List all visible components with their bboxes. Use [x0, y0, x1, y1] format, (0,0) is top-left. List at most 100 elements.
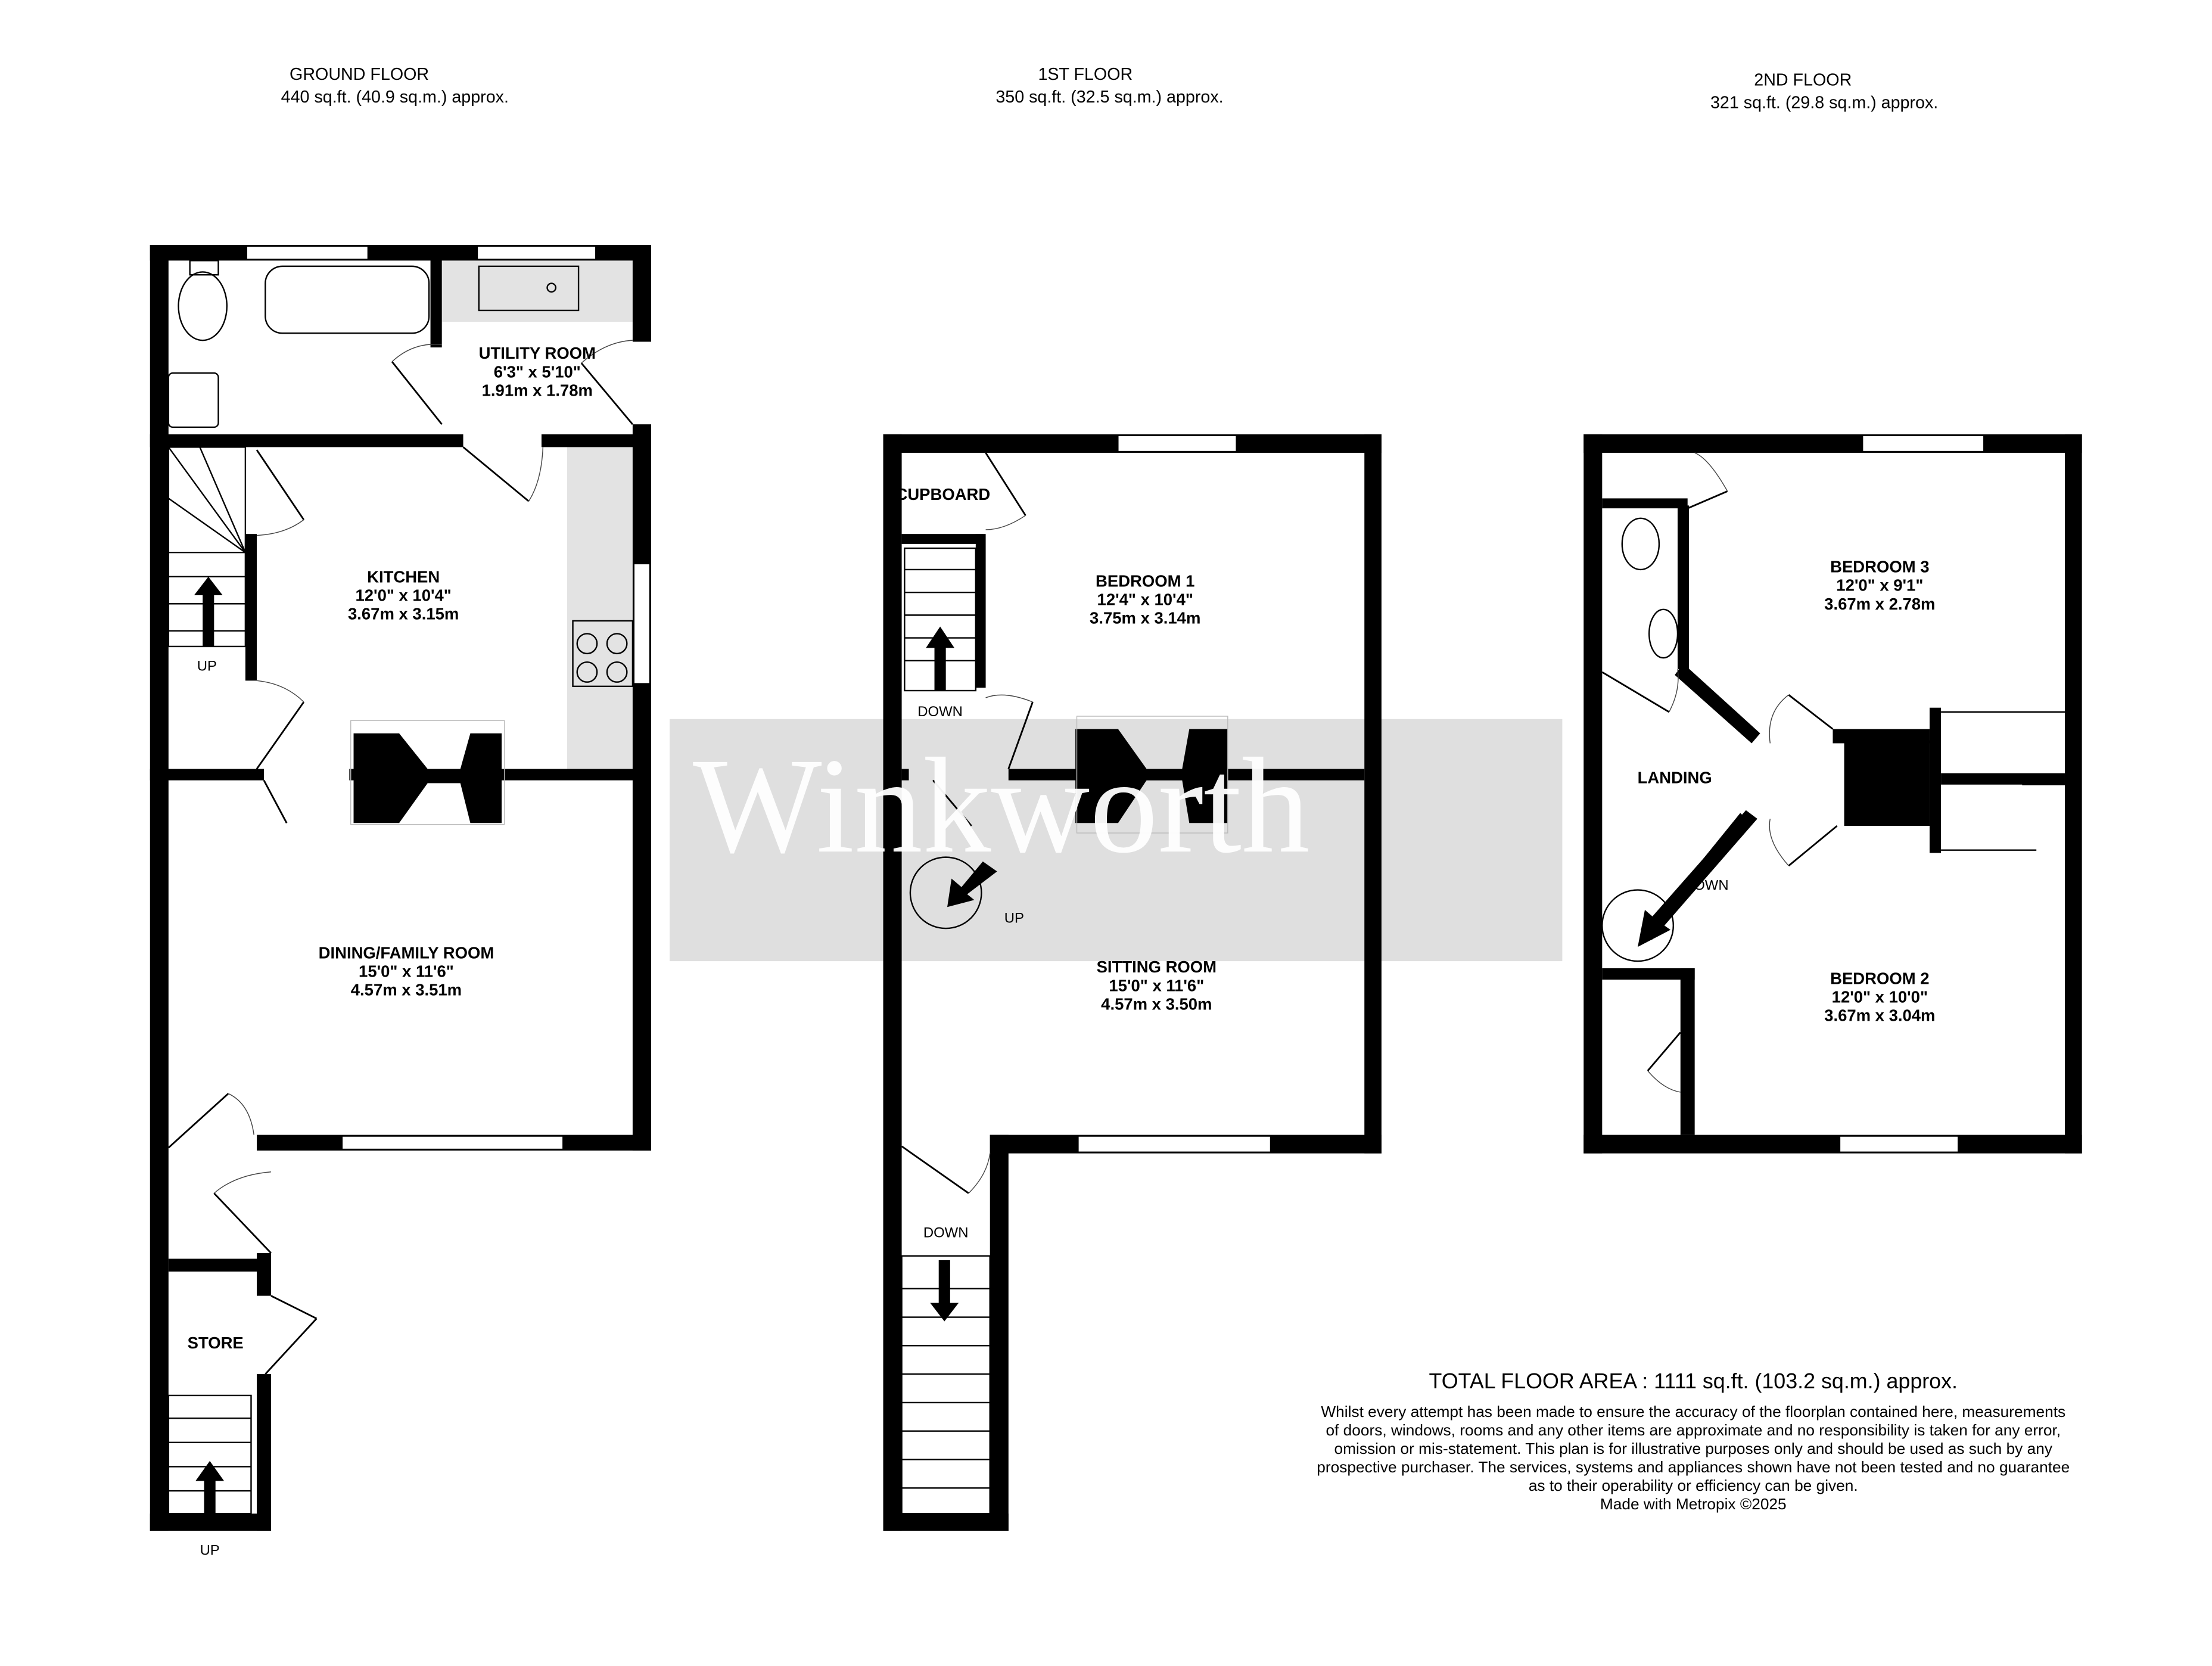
disclaimer-line: Whilst every attempt has been made to en… — [1321, 1403, 2065, 1421]
wall — [901, 534, 983, 544]
second-floor-plan: BEDROOM 3 12'0" x 9'1" 3.67m x 2.78m LAN… — [1583, 434, 2082, 1154]
doors — [1601, 452, 1838, 1093]
room-size-imperial: 12'0" x 10'0" — [1832, 987, 1928, 1006]
stair-up-label: UP — [1004, 910, 1024, 927]
chimney-breast — [1844, 740, 1930, 826]
window — [1839, 1136, 1959, 1153]
first-floor-header: 1ST FLOOR 350 sq.ft. (32.5 sq.m.) approx… — [995, 65, 1223, 107]
stair-arrow-icon — [947, 861, 997, 907]
window — [341, 1136, 564, 1150]
room-size-metric: 4.57m x 3.50m — [1101, 994, 1212, 1013]
room-landing: LANDING — [1638, 768, 1712, 787]
room-name: BEDROOM 3 — [1830, 558, 1929, 576]
watermark-text: Winkworth — [693, 730, 1310, 881]
ground-floor-header: GROUND FLOOR 440 sq.ft. (40.9 sq.m.) app… — [281, 65, 509, 107]
basin-icon — [167, 372, 219, 428]
wall — [1602, 498, 1688, 509]
window — [246, 245, 369, 260]
room-bedroom-2: BEDROOM 2 12'0" x 10'0" 3.67m x 3.04m — [1824, 969, 1935, 1024]
chimney-breast — [1075, 729, 1228, 823]
wall — [168, 1258, 271, 1272]
wall — [1677, 505, 1690, 670]
room-size-imperial: 12'0" x 10'4" — [356, 586, 452, 604]
first-floor-plan: CUPBOARD BEDROOM 1 12'4" x 10'4" 3.75m x… — [883, 434, 1382, 1531]
stair-arrow-icon — [930, 1260, 959, 1322]
wardrobes — [1941, 711, 2065, 851]
room-kitchen: KITCHEN 12'0" x 10'4" 3.67m x 3.15m — [348, 567, 459, 623]
room-size-imperial: 12'4" x 10'4" — [1097, 590, 1193, 609]
stair-down-label: DOWN — [917, 704, 963, 720]
second-floor-title: 2ND FLOOR — [1754, 70, 1852, 89]
room-size-metric: 3.67m x 3.15m — [348, 605, 459, 623]
wall — [245, 534, 257, 681]
basin-icon — [1648, 608, 1679, 659]
doors — [901, 452, 1034, 1194]
stair-up-label: UP — [197, 658, 217, 675]
stair-arrow-icon — [1638, 813, 1752, 947]
wall — [1929, 707, 1942, 853]
window — [477, 245, 596, 260]
wall — [632, 424, 651, 1151]
stair-down-label: DOWN — [923, 1225, 969, 1241]
disclaimer-line: as to their operability or efficiency ca… — [1529, 1477, 1858, 1494]
staircase — [167, 446, 247, 648]
wall — [1602, 968, 1695, 980]
room-size-imperial: 15'0" x 11'6" — [1109, 976, 1204, 994]
store-staircase — [167, 1394, 252, 1524]
wall — [541, 434, 651, 447]
room-size-imperial: 12'0" x 9'1" — [1836, 576, 1923, 595]
first-floor-title: 1ST FLOOR — [1038, 65, 1133, 84]
wall — [1364, 434, 1382, 1154]
room-cupboard: CUPBOARD — [896, 485, 991, 503]
metropix-credit: Made with Metropix ©2025 — [1600, 1495, 1787, 1513]
room-dining: DINING/FAMILY ROOM 15'0" x 11'6" 4.57m x… — [319, 943, 494, 999]
wall — [1583, 434, 2082, 453]
wall — [150, 434, 463, 447]
wall — [1583, 434, 1603, 1154]
stair-arrow-icon — [195, 1460, 225, 1524]
second-floor-area: 321 sq.ft. (29.8 sq.m.) approx. — [1710, 94, 1938, 113]
toilet-icon — [178, 271, 228, 341]
wall — [2064, 434, 2082, 1154]
spiral-staircase — [909, 856, 997, 930]
stair-arrow-icon — [194, 576, 223, 646]
total-floor-area: TOTAL FLOOR AREA : 1111 sq.ft. (103.2 sq… — [1429, 1369, 1958, 1393]
wall — [150, 769, 264, 781]
first-floor-area: 350 sq.ft. (32.5 sq.m.) approx. — [995, 88, 1223, 107]
room-store: STORE — [188, 1334, 244, 1352]
wall — [1680, 968, 1695, 1135]
ground-floor-area: 440 sq.ft. (40.9 sq.m.) approx. — [281, 88, 509, 107]
room-size-metric: 1.91m x 1.78m — [482, 381, 593, 399]
stair-arrow-icon — [926, 626, 954, 691]
wall — [1941, 773, 2065, 785]
room-name: UTILITY ROOM — [479, 344, 596, 362]
disclaimer-line: prospective purchaser. The services, sys… — [1317, 1458, 2070, 1476]
room-name: BEDROOM 2 — [1830, 969, 1929, 987]
wall — [430, 245, 442, 348]
sink-icon — [478, 265, 580, 312]
wall — [1675, 663, 1760, 744]
wall — [1583, 1135, 2082, 1154]
room-size-imperial: 6'3" x 5'10" — [494, 362, 581, 381]
hob-icon — [572, 620, 634, 688]
room-size-metric: 3.67m x 2.78m — [1824, 595, 1935, 613]
staircase-down — [901, 1255, 991, 1515]
room-sitting: SITTING ROOM 15'0" x 11'6" 4.57m x 3.50m — [1097, 958, 1217, 1013]
stair-up-label: UP — [200, 1543, 220, 1559]
room-bedroom-3: BEDROOM 3 12'0" x 9'1" 3.67m x 2.78m — [1824, 558, 1935, 613]
doors — [167, 340, 634, 1375]
window — [1078, 1136, 1271, 1153]
room-name: SITTING ROOM — [1097, 958, 1217, 976]
wall — [990, 1135, 1009, 1531]
utility-worktop — [441, 260, 633, 322]
wall — [257, 1252, 271, 1296]
ground-floor-title: GROUND FLOOR — [290, 65, 429, 84]
room-name: BEDROOM 1 — [1096, 572, 1194, 590]
bath-icon — [265, 265, 430, 334]
window — [1118, 435, 1237, 452]
window — [633, 563, 651, 684]
wall — [901, 769, 909, 781]
room-size-metric: 3.75m x 3.14m — [1090, 609, 1200, 627]
staircase — [904, 547, 977, 692]
